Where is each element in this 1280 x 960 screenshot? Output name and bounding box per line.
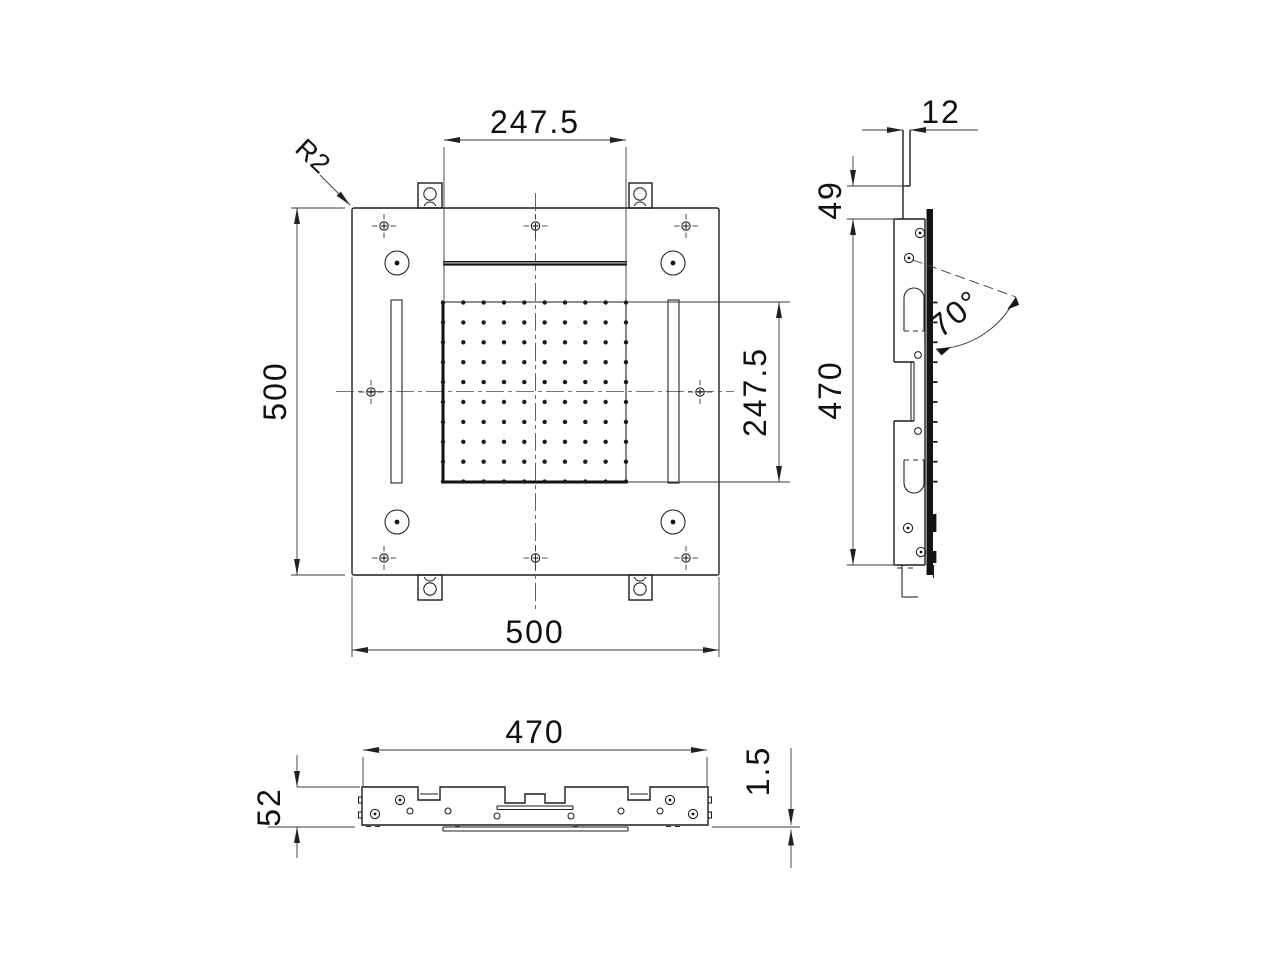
dim-label: 500 [257,361,293,420]
front-view: 247.5 R2 500 247.5 500 [257,104,790,657]
side-view: 12 49 470 70° [812,94,1020,598]
dim-side-bracket-height: 470 [812,219,897,566]
dim-label: 247.5 [737,347,773,437]
bottom-view: 470 52 1.5 [251,714,800,868]
dim-label: 500 [505,614,564,650]
upper-keyhole-slot [903,287,925,332]
dim-label: 470 [812,360,848,419]
dim-label: R2 [290,133,337,180]
dim-side-rod-width: 12 [862,94,978,133]
dim-label: 12 [921,94,961,130]
nozzle-dot-grid [440,300,629,484]
dim-front-grille-height: 247.5 [628,301,790,483]
dim-bottom-body-width: 470 [362,714,708,786]
panel-edge-band [926,209,933,575]
dim-front-corner-radius: R2 [290,133,351,206]
dim-label: 52 [251,787,287,827]
nozzle-panel [441,301,627,484]
dim-label: 49 [812,180,848,220]
dim-front-grille-width: 247.5 [443,104,627,300]
dim-side-bracket-offset: 49 [812,156,906,220]
nozzle-row-ticks [933,301,938,483]
dim-label: 470 [505,714,564,750]
side-bracket [893,218,926,598]
dim-label: 1.5 [740,746,776,796]
dim-bottom-body-height: 52 [251,755,360,858]
face-panel-edge [442,826,629,832]
left-slot [390,299,403,484]
bottom-body [361,786,709,826]
dim-front-plate-width: 500 [351,577,720,657]
dim-bottom-panel-thickness: 1.5 [712,746,800,868]
right-slot [667,299,680,484]
dim-label: 247.5 [490,104,580,140]
dim-front-plate-height: 500 [257,207,345,576]
lower-keyhole-slot [903,459,925,494]
